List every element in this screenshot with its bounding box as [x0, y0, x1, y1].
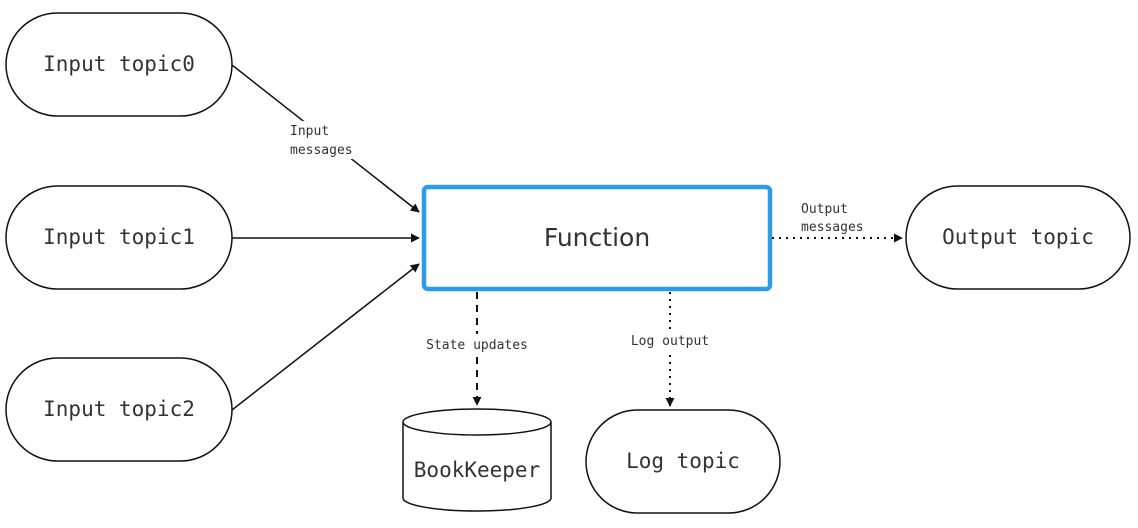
state-updates-label: State updates [412, 334, 542, 354]
log-topic-node: Log topic [585, 409, 781, 514]
function-node: Function [421, 184, 773, 292]
state-updates-label-backing [412, 334, 542, 354]
function-shape [421, 184, 773, 292]
bookkeeper-cylinder-top [402, 408, 552, 436]
output-topic-shape [905, 185, 1131, 290]
edge-input-topic2-to-function [231, 263, 420, 411]
input-messages-label-backing [286, 121, 366, 159]
output-messages-label-line2: messages [801, 220, 864, 235]
input-topic0-node: Input topic0 [5, 12, 233, 117]
log-output-label-text: Log output [631, 334, 709, 349]
output-messages-label: Output messages [801, 202, 864, 235]
bookkeeper-label: BookKeeper [414, 458, 540, 482]
output-messages-label-line1: Output [801, 202, 848, 217]
input-messages-label: Input messages [286, 121, 366, 159]
log-output-label: Log output [621, 330, 719, 350]
log-output-label-backing [621, 330, 719, 350]
function-label: Function [544, 223, 650, 252]
input-topic0-label: Input topic0 [43, 52, 195, 76]
bookkeeper-node: BookKeeper [402, 408, 552, 512]
output-topic-label: Output topic [942, 225, 1094, 249]
input-messages-label-line1: Input [290, 124, 329, 139]
input-messages-label-line2: messages [290, 143, 353, 158]
log-topic-shape [585, 409, 781, 514]
input-topic0-shape [5, 12, 233, 117]
log-topic-label: Log topic [626, 449, 740, 473]
state-updates-label-text: State updates [426, 338, 528, 353]
input-topic2-label: Input topic2 [43, 397, 195, 421]
input-topic1-label: Input topic1 [43, 225, 195, 249]
bookkeeper-cylinder-body [402, 422, 552, 512]
output-topic-node: Output topic [905, 185, 1131, 290]
input-topic1-node: Input topic1 [5, 185, 233, 290]
input-topic2-node: Input topic2 [5, 357, 233, 462]
